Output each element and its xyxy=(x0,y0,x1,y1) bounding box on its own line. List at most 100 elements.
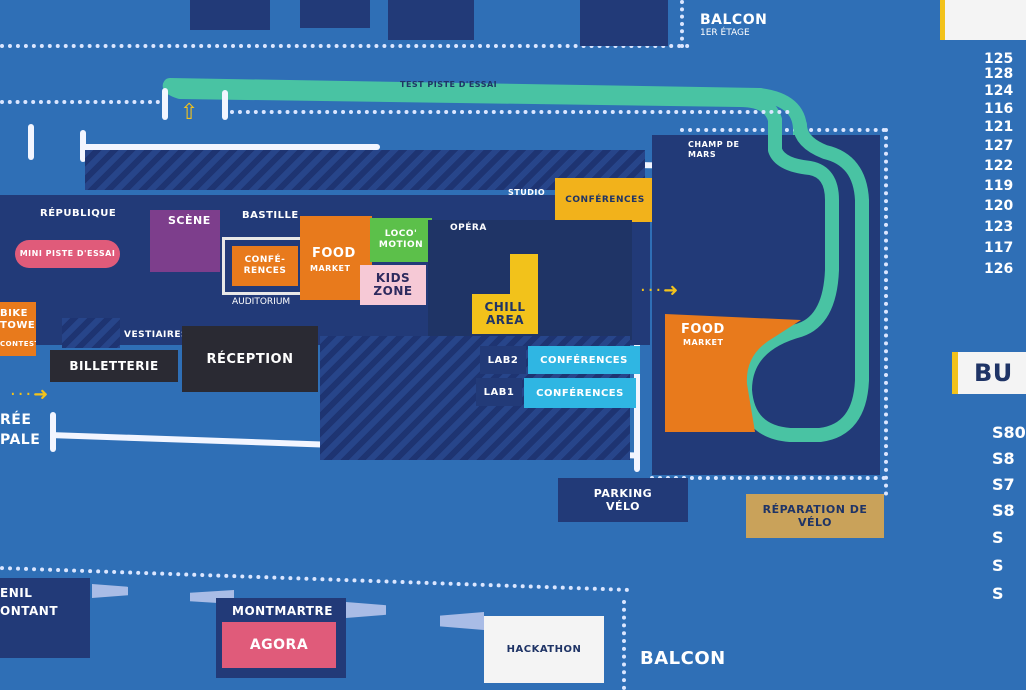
bu-heading-label: BU xyxy=(974,359,1013,387)
top-right-dotted-line xyxy=(680,0,684,48)
entree-arrow-icon: ···➜ xyxy=(10,384,51,405)
room-number: 126 xyxy=(984,261,1014,277)
reparation-velo-label: RÉPARATION DE VÉLO xyxy=(762,503,868,529)
zone-lab2-conferences[interactable]: CONFÉRENCES xyxy=(528,346,640,374)
bike-contest-label: CONTEST xyxy=(0,340,36,348)
zone-lab2: LAB2 xyxy=(480,346,526,374)
zone-studio-conferences[interactable]: CONFÉRENCES xyxy=(555,178,655,222)
hall-left-wall-top xyxy=(28,124,34,160)
food-market-right-shape xyxy=(665,314,801,432)
food-left-label: FOOD xyxy=(312,246,356,261)
zone-lab1: LAB1 xyxy=(476,378,522,406)
zone-lab1-conferences[interactable]: CONFÉRENCES xyxy=(524,378,636,408)
third-dotted-line xyxy=(230,110,790,114)
s-number: S xyxy=(992,556,1004,575)
zone-menil[interactable]: ENIL ONTANT xyxy=(0,578,90,658)
hall-top-wall xyxy=(80,144,380,150)
zone-loco-motion[interactable]: LOCO' MOTION xyxy=(370,218,432,262)
reception-label: RÉCEPTION xyxy=(206,351,294,367)
auditorium-conf-box: CONFÉ-RENCES xyxy=(232,246,298,286)
zone-parking-velo[interactable]: PARKING VÉLO xyxy=(558,478,688,522)
s-number: S80 xyxy=(992,423,1026,442)
up-arrow-icon: ⇧ xyxy=(180,100,199,125)
top-room-4 xyxy=(580,0,668,46)
gate-post-left xyxy=(162,88,168,120)
entree-label-2: PALE xyxy=(0,432,41,448)
champ-top-dotted xyxy=(680,128,886,132)
zone-mini-piste[interactable]: MINI PISTE D'ESSAI xyxy=(15,240,120,268)
balcon-bottom-label: BALCON xyxy=(640,648,726,669)
chill-area-label: CHILL AREA xyxy=(484,300,526,327)
second-dotted-line xyxy=(0,100,160,104)
test-track-label: TEST PISTE D'ESSAI xyxy=(400,80,498,89)
zone-vestiaires-label: VESTIAIRES xyxy=(124,330,188,340)
lab1-conf-label: CONFÉRENCES xyxy=(536,387,624,399)
zone-chill-area[interactable]: CHILL AREA xyxy=(472,254,542,336)
zone-montmartre[interactable]: MONTMARTRE AGORA xyxy=(216,598,346,678)
room-number: 121 xyxy=(984,119,1014,135)
zone-bike-tower[interactable]: BIKE TOWER CONTEST xyxy=(0,302,36,356)
zone-studio-label: STUDIO xyxy=(508,188,546,197)
room-number: 117 xyxy=(984,240,1014,256)
top-room-3 xyxy=(388,0,474,40)
mini-piste-label: MINI PISTE D'ESSAI xyxy=(19,249,116,258)
zone-agora[interactable]: AGORA xyxy=(222,622,336,668)
room-number: 123 xyxy=(984,219,1014,235)
zone-bastille-label: BASTILLE xyxy=(242,210,299,221)
top-dotted-line xyxy=(0,44,690,48)
food-right-label: FOOD xyxy=(681,322,725,337)
zone-republique-label: RÉPUBLIQUE xyxy=(40,208,117,219)
s-number: S xyxy=(992,528,1004,547)
top-right-white-box xyxy=(940,0,1026,40)
bottom-bench-3 xyxy=(346,602,386,618)
loco-motion-label: LOCO' MOTION xyxy=(378,229,424,250)
balcon-top-label: BALCON xyxy=(700,12,768,28)
bottom-bench-1 xyxy=(92,584,128,598)
hackathon-label: HACKATHON xyxy=(506,644,582,655)
room-number: 119 xyxy=(984,178,1014,194)
room-number: 116 xyxy=(984,101,1014,117)
lab1-label: LAB1 xyxy=(483,386,515,398)
s-number: S8 xyxy=(992,449,1015,468)
s-number: S xyxy=(992,584,1004,603)
room-number: 122 xyxy=(984,158,1014,174)
champ-de-mars-label: CHAMP DE MARS xyxy=(688,140,740,159)
champ-bottom-dotted xyxy=(650,476,886,480)
lab2-conf-label: CONFÉRENCES xyxy=(540,354,628,366)
champ-arrow-icon: ···➜ xyxy=(640,280,681,301)
room-number-list: 125 128 124 116 121 127 122 119 120 123 … xyxy=(984,52,1024,280)
zone-hackathon[interactable]: HACKATHON xyxy=(484,616,604,683)
parking-velo-label: PARKING VÉLO xyxy=(593,487,653,513)
bottom-right-dotted xyxy=(622,600,626,690)
bike-tower-label: BIKE TOWER xyxy=(0,308,36,331)
zone-reparation-velo[interactable]: RÉPARATION DE VÉLO xyxy=(746,494,884,538)
room-number: 128 xyxy=(984,66,1014,82)
zone-scene[interactable]: SCÈNE xyxy=(150,210,220,272)
zone-reception[interactable]: RÉCEPTION xyxy=(182,326,318,392)
zone-kids[interactable]: KIDS ZONE xyxy=(360,265,426,305)
kids-zone-label: KIDS ZONE xyxy=(373,271,413,298)
vestiaires-hatch xyxy=(62,318,120,348)
zone-food-market-right[interactable]: FOOD MARKET xyxy=(665,314,805,438)
chill-area-top-bar xyxy=(510,254,538,298)
scene-label: SCÈNE xyxy=(168,214,211,227)
billetterie-label: BILLETTERIE xyxy=(69,359,159,373)
balcon-top-sub-label: 1ER ÉTAGE xyxy=(700,28,750,38)
market-left-label: MARKET xyxy=(310,264,351,273)
s-number: S7 xyxy=(992,475,1015,494)
hall-bottom-left-post xyxy=(50,412,56,452)
room-number: 125 xyxy=(984,51,1014,67)
studio-conf-label: CONFÉRENCES xyxy=(565,195,645,205)
top-room-1 xyxy=(190,0,270,30)
lab2-label: LAB2 xyxy=(487,354,519,366)
montmartre-label: MONTMARTRE xyxy=(232,604,333,618)
gate-post-right xyxy=(222,90,228,120)
zone-opera-label: OPÉRA xyxy=(450,223,487,233)
champ-right-dotted xyxy=(884,128,888,496)
room-number: 120 xyxy=(984,198,1014,214)
chill-area-bottom: CHILL AREA xyxy=(472,294,538,334)
top-room-2 xyxy=(300,0,370,28)
zone-billetterie[interactable]: BILLETTERIE xyxy=(50,350,178,382)
s-number-list: S80 S8 S7 S8 S S S xyxy=(992,420,1026,608)
